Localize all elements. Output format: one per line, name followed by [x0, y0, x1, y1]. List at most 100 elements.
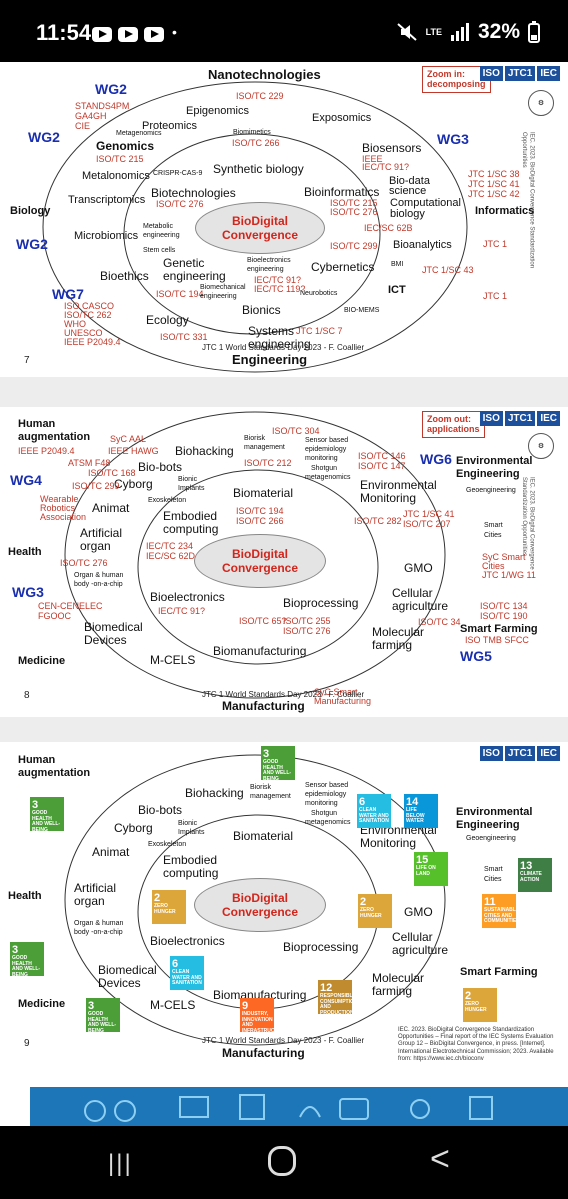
- sdg-title: CLIMATE ACTION: [520, 871, 542, 883]
- slide3-bottom-label: Manufacturing: [222, 1046, 305, 1060]
- diagram-label: ISO/TC 65?: [239, 616, 287, 626]
- diagram-label: ISO/TC 266: [232, 138, 280, 148]
- diagram-label: WG4: [10, 472, 42, 488]
- diagram-label: Molecular: [372, 625, 425, 639]
- diagram-label: engineering: [200, 293, 237, 300]
- back-button[interactable]: <: [430, 1140, 450, 1178]
- navigation-bar: ||| <: [0, 1126, 568, 1199]
- diagram-label: UNESCO: [64, 328, 103, 338]
- sdg-title: CLEAN WATER AND SANITATION: [359, 807, 389, 825]
- more-notifications-dot: •: [172, 24, 177, 40]
- zoom-line-1: Zoom out:: [427, 414, 471, 424]
- diagram-label: Biomanufacturing: [213, 644, 307, 658]
- diagram-label: Engineering: [456, 819, 520, 831]
- image-feed[interactable]: Nanotechnologies Engineering Zoom in: de…: [0, 62, 568, 1126]
- diagram-label: Environmental: [456, 455, 533, 467]
- diagram-label: ISO/TC 276: [330, 207, 378, 217]
- diagram-label: WG6: [420, 451, 452, 467]
- diagram-label: Geoengineering: [466, 487, 516, 494]
- diagram-label: Bioanalytics: [393, 239, 452, 251]
- diagram-label: IEEE P2049.4: [18, 446, 75, 456]
- diagram-label: Smart: [484, 522, 503, 529]
- diagram-label: ISO/TC 146: [358, 451, 406, 461]
- diagram-label: management: [250, 793, 291, 800]
- diagram-label: ISO/TC 276: [283, 626, 331, 636]
- diagram-label: ISO/TC 134: [480, 601, 528, 611]
- diagram-label: ICT: [388, 284, 406, 296]
- slide2-ellipses: [64, 411, 446, 699]
- slide2-zoom-box: Zoom out: applications: [422, 411, 485, 438]
- diagram-label: Organ & human: [74, 572, 124, 579]
- diagram-label: monitoring: [305, 800, 338, 807]
- diagram-label: ISO/TC 194: [156, 289, 204, 299]
- diagram-label: farming: [372, 638, 413, 652]
- diagram-label: ISO/TC 212: [244, 458, 292, 468]
- diagram-label: management: [244, 444, 285, 451]
- diagram-label: Monitoring: [360, 836, 417, 850]
- diagram-label: Devices: [84, 633, 127, 647]
- sdg-title: ZERO HUNGER: [154, 903, 176, 915]
- sdg-title: INDUSTRY, INNOVATION AND INFRASTRUCTURE: [242, 1011, 289, 1034]
- diagram-label: Epigenomics: [186, 105, 249, 117]
- diagram-label: Embodied: [163, 509, 218, 523]
- slide2-footer: JTC 1 World Standards Day 2023 - F. Coal…: [202, 690, 365, 699]
- slide1-page-number: 7: [24, 355, 30, 366]
- sdg-title: GOOD HEALTH AND WELL-BEING: [32, 810, 61, 833]
- diagram-label: Biosensors: [362, 141, 422, 155]
- diagram-label: Wearable: [40, 494, 79, 504]
- sdg-number: 12: [320, 982, 333, 994]
- diagram-label: Systems: [248, 324, 295, 338]
- sdg-number: 3: [88, 1000, 95, 1012]
- diagram-label: Computational: [390, 197, 461, 209]
- home-button[interactable]: [268, 1146, 296, 1176]
- diagram-label: Cellular: [392, 586, 433, 600]
- diagram-label: JTC 1: [483, 239, 508, 249]
- diagram-label: body -on-a-chip: [74, 929, 123, 936]
- diagram-label: IEC/TC 119?: [254, 284, 306, 294]
- youtube-notification-icon: [144, 27, 164, 42]
- seg12-gear-icon: ⚙: [528, 433, 554, 459]
- diagram-label: Bioprocessing: [283, 596, 359, 610]
- slide1-title: Nanotechnologies: [208, 67, 321, 82]
- slide-next-partial[interactable]: [0, 1087, 568, 1126]
- clock: 11:54: [36, 20, 92, 45]
- diagram-label: Embodied: [163, 853, 218, 867]
- diagram-label: WG3: [12, 584, 44, 600]
- sdg-number: 9: [242, 1000, 249, 1012]
- slide-decomposing[interactable]: Nanotechnologies Engineering Zoom in: de…: [0, 62, 568, 377]
- diagram-label: ISO/TC 190: [480, 611, 528, 621]
- diagram-label: Transcriptomics: [68, 194, 146, 206]
- diagram-label: WG2: [28, 129, 60, 145]
- diagram-label: Biorisk: [244, 435, 266, 442]
- diagram-label: Cities: [484, 532, 502, 539]
- sdg-number: 3: [12, 944, 19, 956]
- diagram-label: JTC 1: [483, 291, 508, 301]
- diagram-label: ISO/TC 266: [236, 516, 284, 526]
- diagram-label: Metagenomics: [116, 130, 162, 137]
- diagram-label: Bionic: [178, 820, 198, 827]
- diagram-label: Monitoring: [360, 491, 417, 505]
- recents-button[interactable]: |||: [108, 1150, 133, 1177]
- diagram-label: Bioelectronics: [247, 257, 291, 264]
- diagram-label: WG2: [16, 236, 48, 252]
- diagram-label: WG2: [95, 81, 127, 97]
- diagram-label: JTC 1/SC 41: [403, 509, 455, 519]
- sdg-number: 13: [520, 860, 533, 872]
- slide1-side-citation: IEC. 2023. BioDigital Convergence Standa…: [521, 132, 535, 269]
- diagram-label: Bioethics: [100, 269, 149, 283]
- diagram-label: M-CELS: [150, 653, 196, 667]
- diagram-label: WG5: [460, 648, 492, 664]
- sdg-title: RESPONSIBLE CONSUMPTION AND PRODUCTION: [320, 993, 358, 1016]
- diagram-label: Biomedical: [84, 620, 143, 634]
- diagram-label: Engineering: [456, 468, 520, 480]
- sdg-title: GOOD HEALTH AND WELL-BEING: [12, 955, 41, 978]
- diagram-label: biology: [390, 208, 425, 220]
